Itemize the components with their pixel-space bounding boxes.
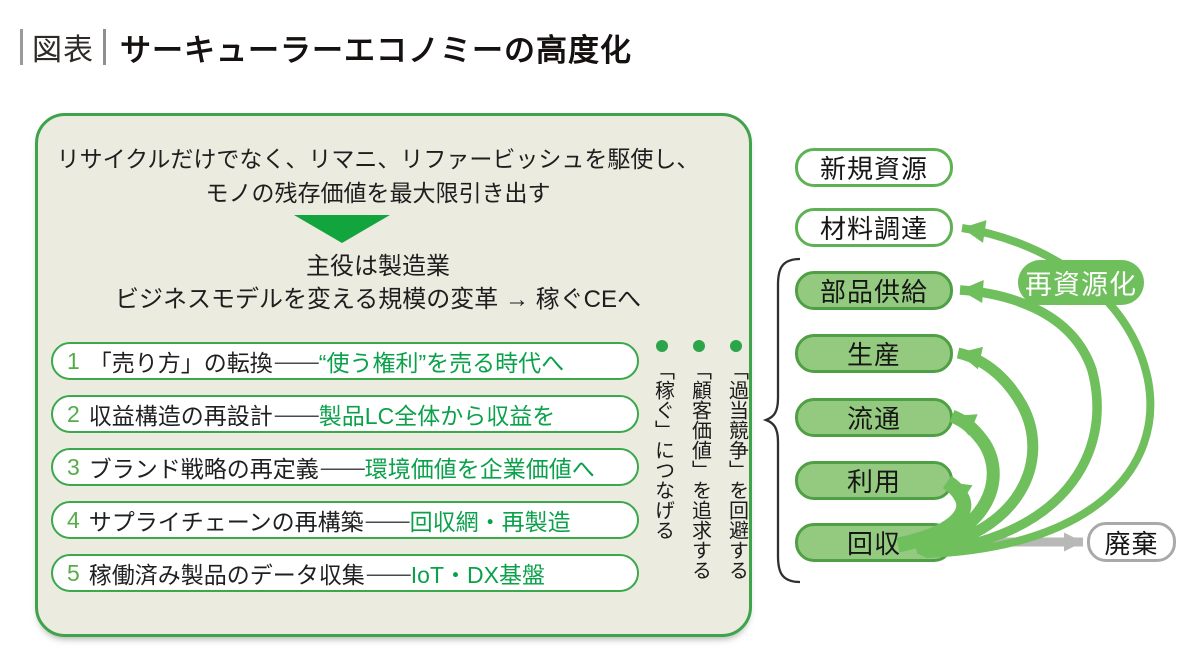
stage-distribution: 流通 bbox=[795, 398, 953, 437]
header-divider-right bbox=[103, 29, 106, 65]
stage-label: 利用 bbox=[846, 467, 901, 497]
stage-label: 流通 bbox=[846, 404, 901, 434]
strategy-item-4: 4 サプライチェーンの再構築 —— 回収網・再製造 bbox=[51, 501, 639, 539]
vertical-note-text: 「過当競争」を回避する bbox=[725, 360, 748, 580]
item-highlight: IoT・DX基盤 bbox=[410, 562, 545, 588]
figure-title: サーキューラーエコノミーの高度化 bbox=[120, 32, 632, 68]
panel-lead: 主役は製造業 ビジネスモデルを変える規模の変革 → 稼ぐCEへ bbox=[48, 250, 708, 316]
item-highlight: 回収網・再製造 bbox=[409, 509, 571, 535]
figure-tag: 図表 bbox=[32, 34, 94, 67]
vertical-note-text: 「顧客価値」を追求する bbox=[688, 360, 711, 580]
down-triangle-icon bbox=[294, 215, 390, 243]
item-dash: —— bbox=[274, 400, 319, 427]
vertical-note-1: 「過当競争」を回避する bbox=[720, 340, 753, 622]
item-label: 「売り方」の転換 bbox=[88, 350, 273, 376]
item-highlight: “使う権利”を売る時代へ bbox=[318, 350, 565, 376]
curved-left-arrow-icon bbox=[918, 346, 1039, 556]
strategy-panel: リサイクルだけでなく、リマニ、リファービッシュを駆使し、 モノの残存価値を最大限… bbox=[35, 113, 752, 637]
green-dot-icon bbox=[730, 340, 742, 352]
item-dash: —— bbox=[274, 347, 319, 374]
header-divider-left bbox=[20, 29, 23, 65]
item-number: 5 bbox=[67, 559, 80, 586]
item-number: 1 bbox=[67, 347, 80, 374]
green-dot-icon bbox=[656, 340, 668, 352]
item-highlight: 環境価値を企業価値へ bbox=[364, 456, 595, 482]
panel-intro: リサイクルだけでなく、リマニ、リファービッシュを駆使し、 モノの残存価値を最大限… bbox=[48, 142, 708, 210]
stage-label: 新規資源 bbox=[819, 154, 928, 184]
item-highlight: 製品LC全体から収益を bbox=[318, 403, 556, 429]
item-label: 稼働済み製品のデータ収集 bbox=[88, 562, 365, 588]
strategy-item-5: 5 稼働済み製品のデータ収集 —— IoT・DX基盤 bbox=[51, 554, 639, 592]
waste-pill: 廃棄 bbox=[1087, 522, 1176, 562]
green-dot-icon bbox=[693, 340, 705, 352]
lead-line-2: ビジネスモデルを変える規模の変革 → 稼ぐCEへ bbox=[115, 286, 641, 313]
stage-material-procurement: 材料調達 bbox=[795, 208, 953, 247]
intro-line-1: リサイクルだけでなく、リマニ、リファービッシュを駆使し、 bbox=[56, 146, 700, 172]
recycle-badge: 再資源化 bbox=[1018, 260, 1144, 305]
item-label: サプライチェーンの再構築 bbox=[88, 509, 364, 535]
item-dash: —— bbox=[365, 506, 410, 533]
item-dash: —— bbox=[320, 453, 365, 480]
strategy-item-1: 1 「売り方」の転換 —— “使う権利”を売る時代へ bbox=[51, 342, 639, 380]
lead-line-1: 主役は製造業 bbox=[306, 253, 450, 280]
stage-label: 生産 bbox=[846, 340, 901, 370]
stage-parts-supply: 部品供給 bbox=[795, 271, 953, 310]
stage-new-resources: 新規資源 bbox=[795, 148, 953, 187]
stage-label: 部品供給 bbox=[819, 277, 928, 307]
vertical-notes: 「過当競争」を回避する 「顧客価値」を追求する 「稼ぐ」につなげる bbox=[644, 340, 754, 622]
stage-production: 生産 bbox=[795, 334, 953, 373]
vertical-note-3: 「稼ぐ」につなげる bbox=[646, 340, 679, 622]
stage-collection: 回収 bbox=[795, 523, 953, 562]
stage-use: 利用 bbox=[795, 461, 953, 500]
vertical-note-2: 「顧客価値」を追求する bbox=[683, 340, 716, 622]
stage-label: 材料調達 bbox=[819, 214, 928, 244]
item-number: 3 bbox=[67, 453, 80, 480]
figure-header: 図表 サーキューラーエコノミーの高度化 bbox=[20, 26, 632, 68]
intro-line-2: モノの残存価値を最大限引き出す bbox=[205, 180, 551, 206]
item-label: ブランド戦略の再定義 bbox=[88, 456, 319, 482]
stage-label: 回収 bbox=[846, 529, 901, 559]
strategy-item-3: 3 ブランド戦略の再定義 —— 環境価値を企業価値へ bbox=[51, 448, 639, 486]
strategy-item-2: 2 収益構造の再設計 —— 製品LC全体から収益を bbox=[51, 395, 639, 433]
item-label: 収益構造の再設計 bbox=[88, 403, 273, 429]
strategy-item-list: 1 「売り方」の転換 —— “使う権利”を売る時代へ 2 収益構造の再設計 ——… bbox=[51, 342, 639, 592]
item-number: 4 bbox=[67, 506, 80, 533]
vertical-note-text: 「稼ぐ」につなげる bbox=[651, 360, 674, 540]
item-number: 2 bbox=[67, 400, 80, 427]
item-dash: —— bbox=[366, 559, 411, 586]
